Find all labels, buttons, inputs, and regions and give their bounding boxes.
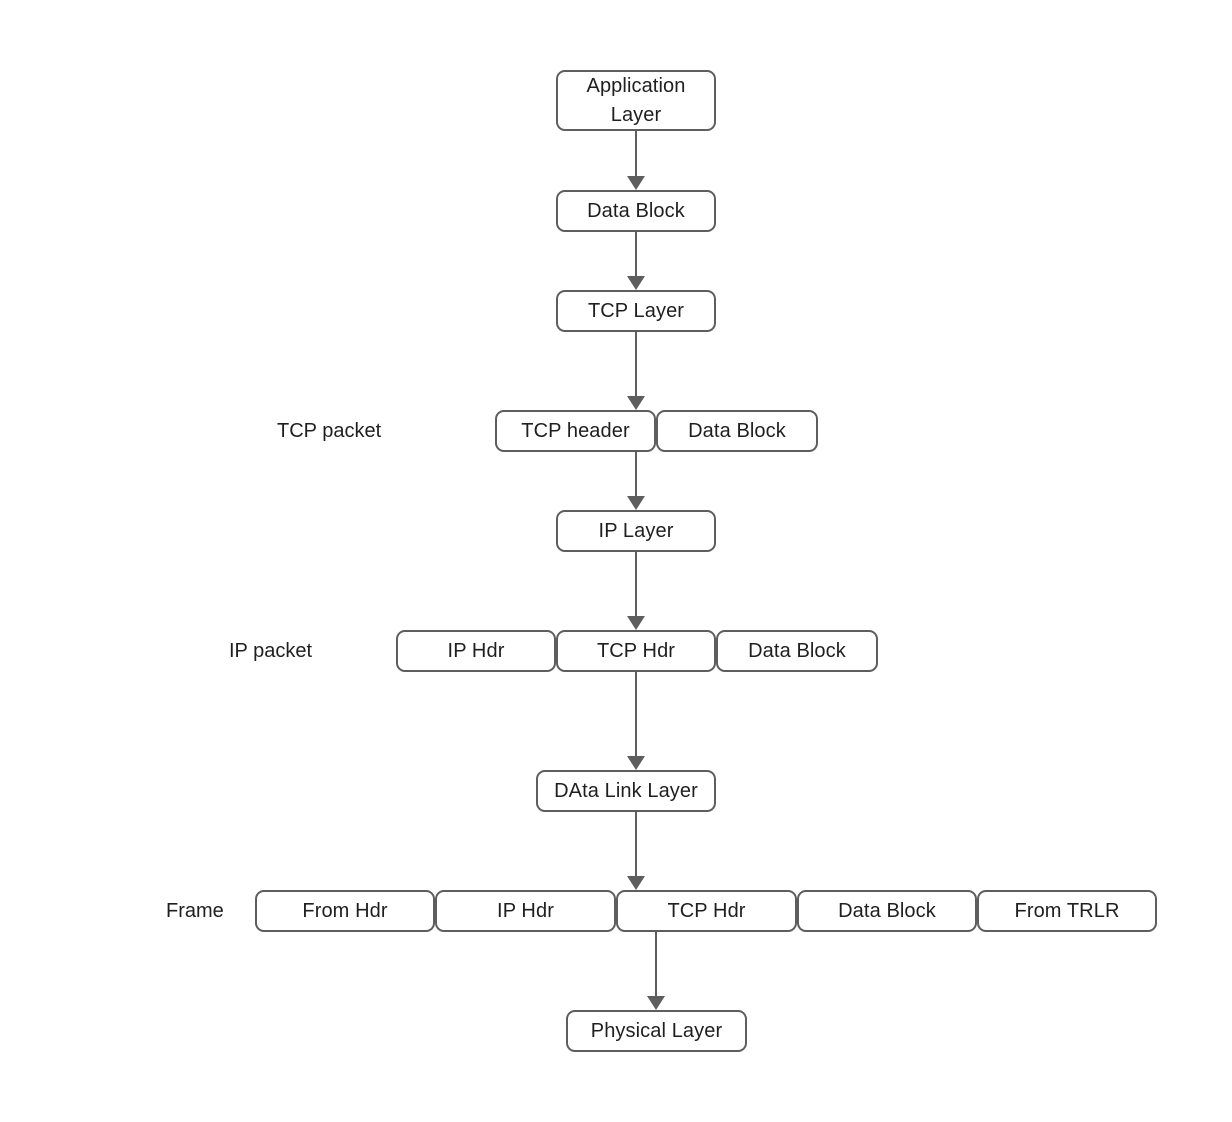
node-physical-layer[interactable]: Physical Layer: [566, 1010, 747, 1052]
node-ip-layer[interactable]: IP Layer: [556, 510, 716, 552]
arrow-tcp-layer-to-tcp-packet: [627, 332, 645, 410]
ip-packet-field-ip-hdr[interactable]: IP Hdr: [396, 630, 556, 672]
ip-packet-field-tcp-hdr[interactable]: TCP Hdr: [556, 630, 716, 672]
ip-packet-field-data-block[interactable]: Data Block: [716, 630, 878, 672]
frame-field-data-block-label: Data Block: [838, 900, 936, 922]
node-tcp-layer[interactable]: TCP Layer: [556, 290, 716, 332]
ip-packet-field-tcp-hdr-label: TCP Hdr: [596, 640, 676, 662]
tcp-packet-field-data-block-label: Data Block: [688, 420, 786, 442]
frame-field-from-hdr-label: From Hdr: [302, 900, 388, 922]
tcp-packet-field-tcp-header-label: TCP header: [521, 420, 630, 442]
frame-field-ip-hdr-label: IP Hdr: [497, 900, 554, 922]
physical-layer-label: Physical Layer: [590, 1020, 723, 1042]
ip-packet-field-data-block-label: Data Block: [748, 640, 846, 662]
caption-ip-packet: IP packet: [229, 640, 313, 662]
node-data-block[interactable]: Data Block: [556, 190, 716, 232]
application-layer-label-line2: Layer: [610, 103, 662, 126]
ip-packet-field-ip-hdr-label: IP Hdr: [447, 640, 505, 662]
arrow-application-to-data-block: [627, 131, 645, 190]
frame-field-ip-hdr[interactable]: IP Hdr: [435, 890, 616, 932]
node-application-layer[interactable]: Application Layer: [556, 70, 716, 131]
tcp-packet-field-data-block[interactable]: Data Block: [656, 410, 818, 452]
frame-field-data-block[interactable]: Data Block: [797, 890, 977, 932]
frame-field-from-trlr[interactable]: From TRLR: [977, 890, 1157, 932]
node-data-link-layer[interactable]: DAta Link Layer: [536, 770, 716, 812]
ip-layer-label: IP Layer: [598, 520, 674, 542]
caption-tcp-packet: TCP packet: [277, 420, 382, 442]
frame-field-tcp-hdr-label: TCP Hdr: [667, 900, 746, 922]
frame-field-from-hdr[interactable]: From Hdr: [255, 890, 435, 932]
application-layer-label-line1: Application: [586, 74, 686, 97]
arrow-ip-packet-to-data-link-layer: [627, 672, 645, 770]
caption-frame: Frame: [166, 900, 224, 922]
arrow-data-link-layer-to-frame: [627, 812, 645, 890]
data-block-label: Data Block: [587, 200, 685, 222]
frame-field-tcp-hdr[interactable]: TCP Hdr: [616, 890, 797, 932]
frame-field-from-trlr-label: From TRLR: [1014, 900, 1120, 922]
tcp-packet-field-tcp-header[interactable]: TCP header: [495, 410, 656, 452]
arrow-ip-layer-to-ip-packet: [627, 552, 645, 630]
data-link-layer-label: DAta Link Layer: [554, 780, 698, 802]
arrow-tcp-packet-to-ip-layer: [627, 452, 645, 510]
tcp-layer-label: TCP Layer: [587, 300, 685, 322]
arrow-frame-to-physical-layer: [647, 932, 665, 1010]
arrow-data-block-to-tcp-layer: [627, 232, 645, 290]
